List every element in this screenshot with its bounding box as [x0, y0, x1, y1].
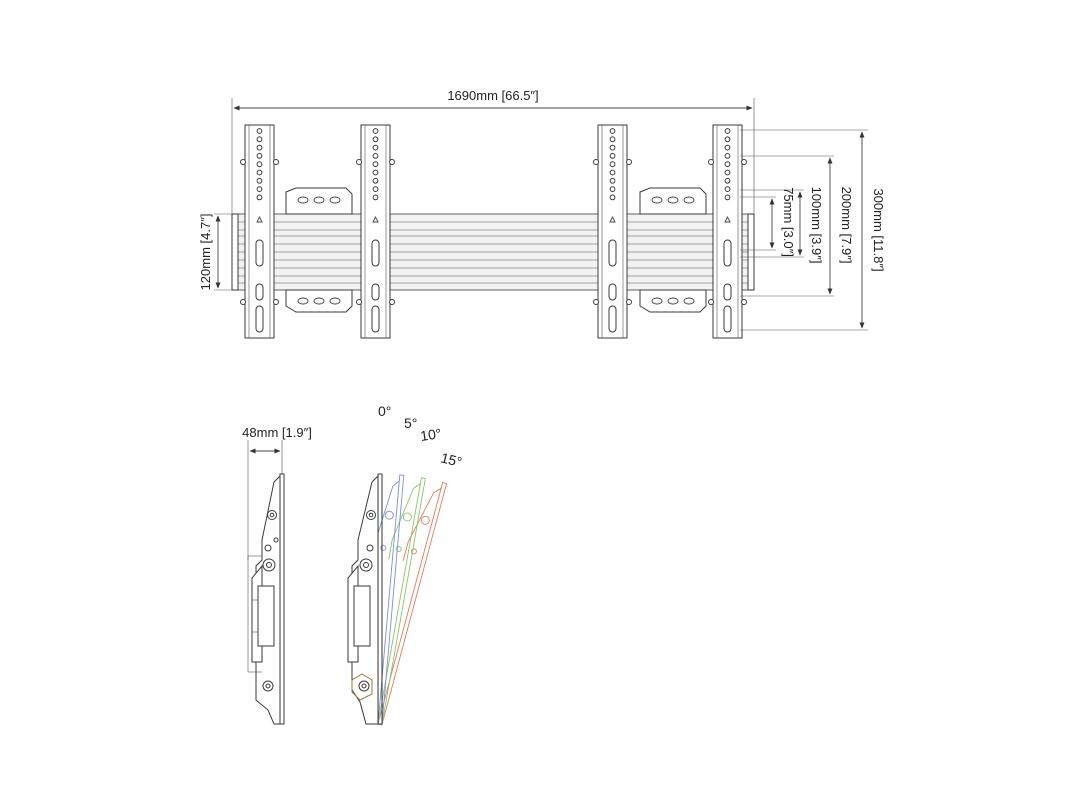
wall-plate-left	[285, 187, 353, 313]
rail-height-dimension: 120mm [4.7″]	[198, 214, 232, 291]
vertical-arm	[708, 124, 747, 339]
side-profile	[247, 473, 285, 725]
rail-height-label: 120mm [4.7″]	[198, 214, 213, 291]
width-dimension-label: 1690mm [66.5″]	[447, 88, 538, 103]
vertical-arms	[240, 124, 747, 339]
vertical-arm	[356, 124, 395, 339]
width-dimension: 1690mm [66.5″]	[231, 88, 755, 214]
vertical-arm	[240, 124, 279, 339]
horizontal-rails	[231, 213, 755, 291]
hole-spacing-dimensions: 75mm [3.0″] 100mm [3.9″] 200mm [7.9″] 30…	[740, 129, 886, 331]
hole-300-label: 300mm [11.8″]	[871, 188, 886, 271]
tilt-view: 0° 5° 10° 15°	[347, 403, 464, 726]
hole-100-label: 100mm [3.9″]	[809, 187, 824, 264]
angle-label-10: 10°	[419, 425, 442, 444]
wall-plate-right	[639, 187, 707, 313]
tilt-base-bracket	[347, 474, 379, 725]
depth-dimension-label: 48mm [1.9″]	[242, 425, 312, 440]
hole-200-label: 200mm [7.9″]	[839, 187, 854, 264]
hole-75-label: 75mm [3.0″]	[781, 187, 796, 257]
angle-label-5: 5°	[404, 415, 417, 431]
angle-label-15: 15°	[439, 449, 463, 470]
angle-label-0: 0°	[378, 403, 391, 419]
front-view: 1690mm [66.5″] 120mm [4.7″] 75mm [3.0″] …	[198, 88, 886, 339]
vertical-arm	[593, 124, 632, 339]
side-view: 48mm [1.9″]	[242, 425, 312, 725]
